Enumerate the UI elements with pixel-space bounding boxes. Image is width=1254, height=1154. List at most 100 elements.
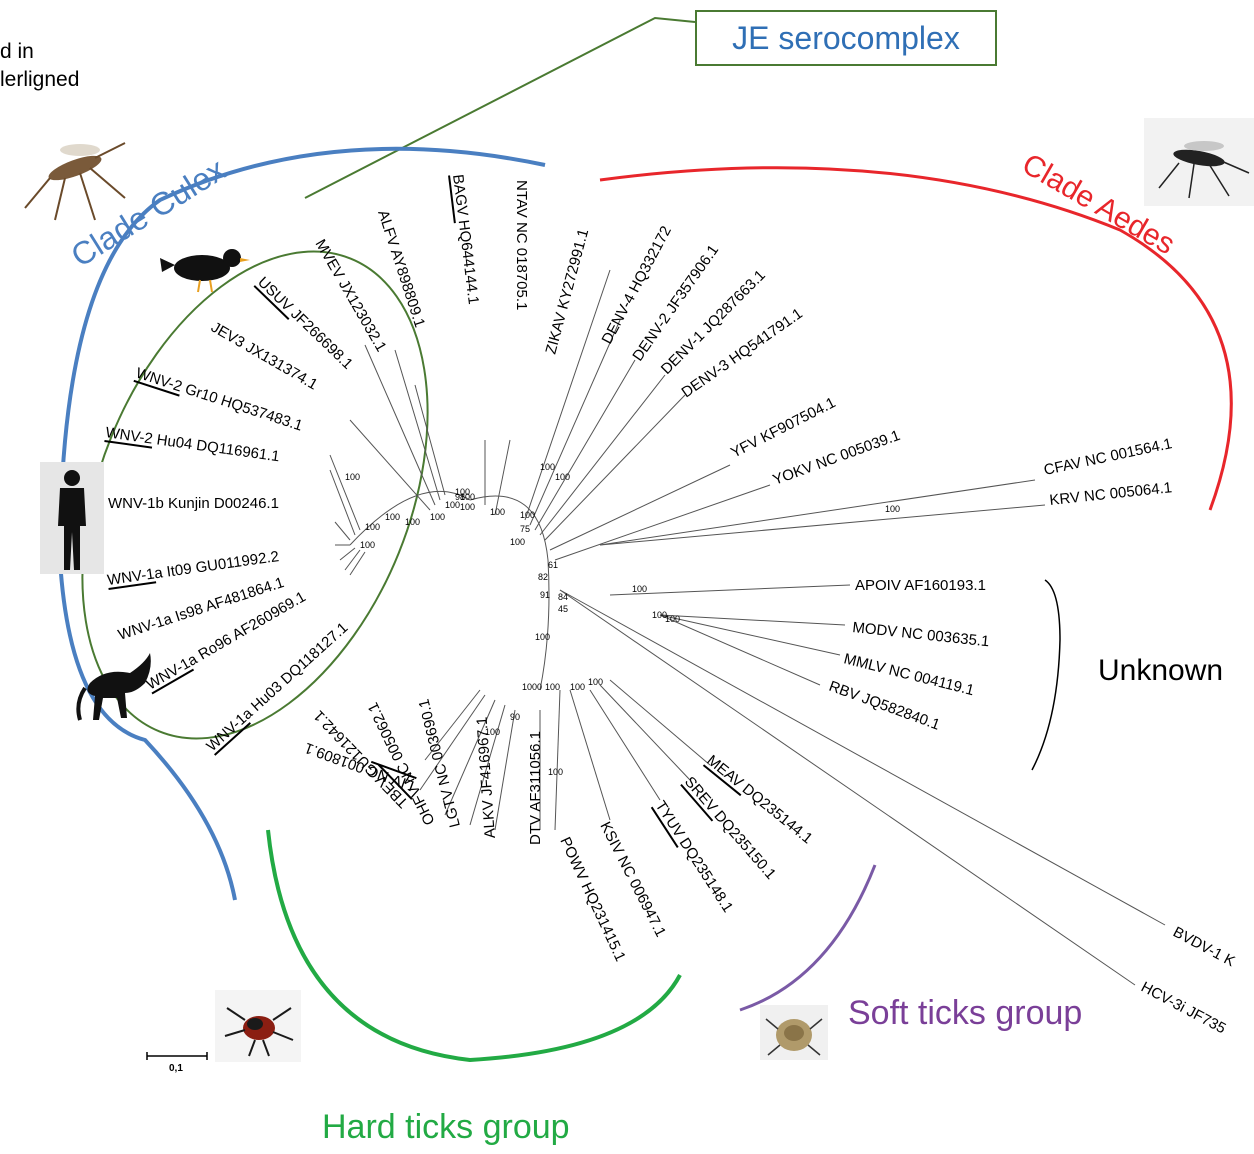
corner-text: d in lerligned bbox=[0, 38, 79, 94]
tree-branch bbox=[394, 349, 441, 501]
bootstrap-value: 100 bbox=[385, 512, 400, 522]
bootstrap-value: 100 bbox=[490, 507, 505, 517]
tree-branch bbox=[364, 344, 436, 506]
leaf-label: BAGV HQ644144.1 bbox=[449, 173, 482, 305]
horse-icon bbox=[76, 653, 151, 721]
tree-branch bbox=[349, 419, 431, 511]
tree-branch bbox=[559, 589, 1166, 926]
leaf-underline bbox=[680, 783, 714, 822]
leaf-underline bbox=[702, 764, 742, 797]
tree-branch bbox=[339, 547, 356, 561]
tree-branch bbox=[599, 479, 1036, 546]
bootstrap-value: 100 bbox=[460, 492, 475, 502]
bootstrap-value: 100 bbox=[455, 487, 470, 497]
tree-branch bbox=[344, 549, 361, 571]
bootstrap-value: 100 bbox=[588, 677, 603, 687]
bootstrap-value: 100 bbox=[445, 500, 460, 510]
bootstrap-value: 100 bbox=[345, 472, 360, 482]
mosquito-culex-icon bbox=[24, 142, 126, 221]
mosquito-aedes-icon bbox=[1144, 118, 1254, 206]
human-icon bbox=[40, 462, 104, 574]
tree-branch bbox=[659, 614, 846, 626]
leaf-label: YFV KF907504.1 bbox=[728, 394, 838, 461]
bootstrap-value: 100 bbox=[652, 610, 667, 620]
bootstrap-value: 100 bbox=[545, 682, 560, 692]
leaf-label: DTV AF311056.1 bbox=[527, 731, 544, 845]
bootstrap-value: 100 bbox=[632, 584, 647, 594]
bootstrap-value: 100 bbox=[665, 614, 680, 624]
bootstrap-value: 100 bbox=[365, 522, 380, 532]
bootstrap-value: 100 bbox=[430, 512, 445, 522]
bootstrap-value: 100 bbox=[405, 517, 420, 527]
tree-branch bbox=[534, 359, 636, 531]
soft-ticks-label: Soft ticks group bbox=[848, 994, 1083, 1032]
bootstrap-value: 100 bbox=[485, 727, 500, 737]
leaf-label: NTAV NC 018705.1 bbox=[513, 180, 530, 310]
corner-text-line1: d in bbox=[0, 40, 34, 63]
blackbird-icon bbox=[160, 249, 250, 293]
leaf-underline bbox=[650, 806, 679, 848]
tree-branch bbox=[599, 504, 1046, 546]
leaf-label: DENV-3 HQ541791.1 bbox=[679, 305, 806, 401]
leaf-label: DENV-1 JQ287663.1 bbox=[658, 267, 769, 378]
leaf-label: HCV-3i JF735 bbox=[1138, 979, 1228, 1038]
leaf-label: MODV NC 003635.1 bbox=[852, 619, 991, 650]
central-ring bbox=[469, 495, 550, 691]
tree-branch bbox=[599, 684, 691, 781]
tree-branch bbox=[524, 269, 611, 521]
unknown-bracket bbox=[1031, 579, 1061, 771]
bootstrap-value: 100 bbox=[460, 502, 475, 512]
tree-branch bbox=[444, 699, 496, 816]
tree-branch bbox=[554, 484, 771, 561]
tree-branch bbox=[469, 704, 506, 826]
je-ellipse bbox=[81, 250, 429, 740]
leaf-label: YOKV NC 005039.1 bbox=[771, 427, 903, 489]
soft-tick-icon bbox=[760, 1005, 828, 1060]
unknown-group-label: Unknown bbox=[1098, 654, 1224, 687]
tree-branch bbox=[559, 589, 1136, 986]
branches bbox=[329, 269, 1166, 986]
tree-branch bbox=[609, 584, 851, 596]
tree-branch bbox=[349, 551, 366, 576]
bootstrap-value: 84 bbox=[558, 592, 568, 602]
bootstrap-value: 100 bbox=[885, 504, 900, 514]
tree-branch bbox=[539, 374, 666, 536]
leaf-label: WNV-2 Gr10 HQ537483.1 bbox=[134, 365, 305, 435]
tree-branch bbox=[419, 694, 486, 791]
tree-branch bbox=[414, 384, 446, 496]
hard-tick-icon bbox=[215, 990, 301, 1062]
tree-branch bbox=[554, 689, 561, 831]
leaf-underline bbox=[214, 722, 252, 756]
tree-branch bbox=[529, 319, 621, 526]
bootstrap-value: 100 bbox=[520, 510, 535, 520]
tree-branch bbox=[494, 709, 516, 831]
leaf-label: ALFV AY898809.1 bbox=[374, 208, 428, 330]
tree-branch bbox=[494, 439, 511, 516]
tree-branch bbox=[329, 454, 361, 531]
bootstrap-value: 91 bbox=[540, 590, 550, 600]
leaf-label: BVDV-1 K bbox=[1170, 924, 1238, 971]
tree-branch bbox=[549, 464, 731, 551]
tree-branch bbox=[569, 689, 611, 821]
leaf-label: ZIKAV KY272991.1 bbox=[542, 227, 592, 356]
bootstrap-value: 100 bbox=[540, 462, 555, 472]
tree-branch bbox=[329, 469, 356, 536]
bootstrap-value: 100 bbox=[510, 537, 525, 547]
bootstrap-value: 100 bbox=[360, 540, 375, 550]
bootstrap-value: 1000 bbox=[522, 682, 542, 692]
hard-ticks-label: Hard ticks group bbox=[322, 1108, 570, 1146]
aedes-arc bbox=[599, 166, 1233, 511]
tree-branch bbox=[659, 614, 821, 686]
bootstrap-value: 90 bbox=[510, 712, 520, 722]
bootstrap-value: 61 bbox=[548, 560, 558, 570]
leaf-label: APOIV AF160193.1 bbox=[855, 577, 986, 594]
bootstrap-value: 100 bbox=[555, 472, 570, 482]
tree-branch bbox=[589, 689, 661, 801]
leaf-label: CFAV NC 001564.1 bbox=[1042, 435, 1173, 479]
bootstrap-value: 45 bbox=[558, 604, 568, 614]
leaf-label: MEAV DQ235144.1 bbox=[703, 752, 815, 847]
leaf-underline bbox=[104, 439, 153, 449]
bootstrap-value: 98 bbox=[455, 492, 465, 502]
bootstrap-value: 100 bbox=[570, 682, 585, 692]
